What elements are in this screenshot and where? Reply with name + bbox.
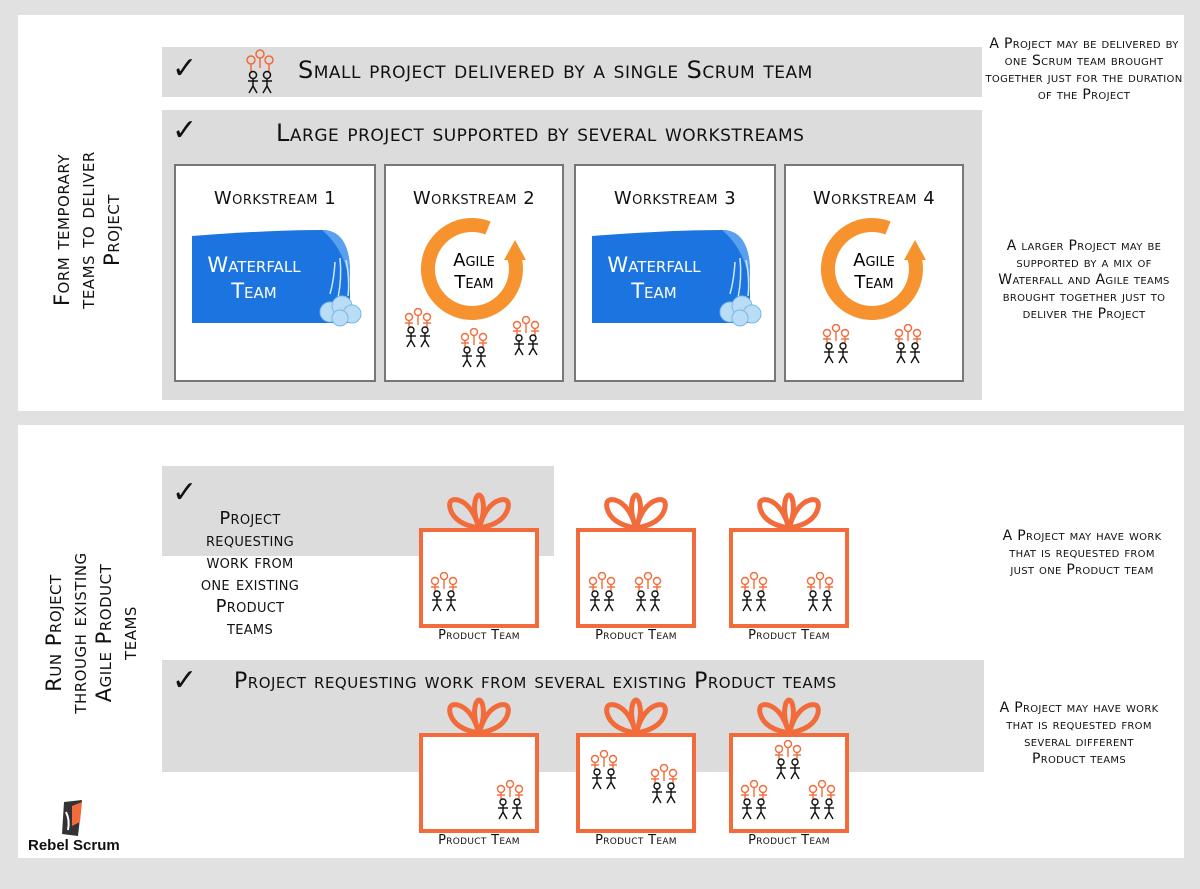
waterfall-label-line1: Waterfall bbox=[207, 253, 301, 277]
one-team-label: Project requesting work from one existin… bbox=[200, 508, 300, 639]
team-people-icon bbox=[736, 780, 772, 820]
check-icon: ✓ bbox=[172, 113, 198, 148]
team-people-icon bbox=[804, 780, 840, 820]
check-icon: ✓ bbox=[172, 51, 198, 86]
product-team-label: Product Team bbox=[748, 628, 830, 643]
team-people-icon bbox=[890, 324, 926, 364]
scrum-team-icon bbox=[246, 49, 274, 94]
check-icon: ✓ bbox=[172, 475, 198, 510]
workstream-title: Workstream 3 bbox=[613, 188, 737, 209]
waterfall-label-line2: Team bbox=[630, 279, 677, 303]
team-people-icon bbox=[492, 780, 528, 820]
agile-label-line1: Agile bbox=[453, 250, 495, 271]
agile-label-line1: Agile bbox=[853, 250, 895, 271]
workstream-title: Workstream 1 bbox=[213, 188, 337, 209]
waterfall-label-line2: Team bbox=[230, 279, 277, 303]
team-people-icon bbox=[426, 572, 462, 612]
team-people-icon bbox=[802, 572, 838, 612]
waterfall-label-line1: Waterfall bbox=[607, 253, 701, 277]
agile-label-line2: Team bbox=[453, 272, 493, 293]
team-people-icon bbox=[818, 324, 854, 364]
several-teams-label: Project requesting work from several exi… bbox=[234, 669, 837, 694]
note-small-project: A Project may be delivered by one Scrum … bbox=[985, 36, 1183, 103]
team-people-icon bbox=[630, 572, 666, 612]
team-people-icon bbox=[400, 308, 436, 348]
product-team-label: Product Team bbox=[438, 833, 520, 848]
small-project-band bbox=[162, 47, 982, 97]
product-team-label: Product Team bbox=[595, 628, 677, 643]
note-one-product-team: A Project may have work that is requeste… bbox=[1002, 528, 1162, 578]
workstream-card: Workstream 4 Agile Team bbox=[784, 164, 964, 382]
team-people-icon bbox=[646, 764, 682, 804]
large-project-label: Large project supported by several works… bbox=[276, 119, 805, 147]
team-people-icon bbox=[584, 572, 620, 612]
agile-label-line2: Team bbox=[853, 272, 893, 293]
team-people-icon bbox=[508, 316, 544, 356]
workstream-card: Workstream 1 Waterfall Team bbox=[174, 164, 376, 382]
team-people-icon bbox=[456, 328, 492, 368]
waterfall-icon: Waterfall Team bbox=[592, 230, 762, 327]
rebel-scrum-logo-icon bbox=[62, 800, 82, 836]
product-team-label: Product Team bbox=[438, 628, 520, 643]
check-icon: ✓ bbox=[172, 663, 198, 698]
agile-cycle-icon: Agile Team bbox=[821, 217, 926, 320]
rebel-scrum-logo-text: Rebel Scrum bbox=[28, 837, 120, 854]
team-people-icon bbox=[770, 740, 806, 780]
workstream-card: Workstream 3 Waterfall Team bbox=[574, 164, 776, 382]
workstream-card: Workstream 2 Agile Team bbox=[384, 164, 564, 382]
note-several-product-teams: A Project may have work that is requeste… bbox=[999, 700, 1159, 767]
waterfall-icon: Waterfall Team bbox=[192, 230, 362, 327]
small-project-label: Small project delivered by a single Scru… bbox=[298, 56, 813, 84]
team-people-icon bbox=[736, 572, 772, 612]
team-people-icon bbox=[586, 750, 622, 790]
workstream-title: Workstream 2 bbox=[412, 188, 536, 209]
workstream-title: Workstream 4 bbox=[812, 188, 936, 209]
agile-cycle-icon: Agile Team bbox=[421, 217, 526, 320]
product-team-label: Product Team bbox=[595, 833, 677, 848]
note-large-project: A larger Project may be supported by a m… bbox=[998, 238, 1170, 322]
product-team-label: Product Team bbox=[748, 833, 830, 848]
run-project-side-label: Run Project through existing Agile Produ… bbox=[42, 552, 141, 714]
form-teams-side-label: Form temporary teams to deliver Project bbox=[50, 151, 124, 309]
